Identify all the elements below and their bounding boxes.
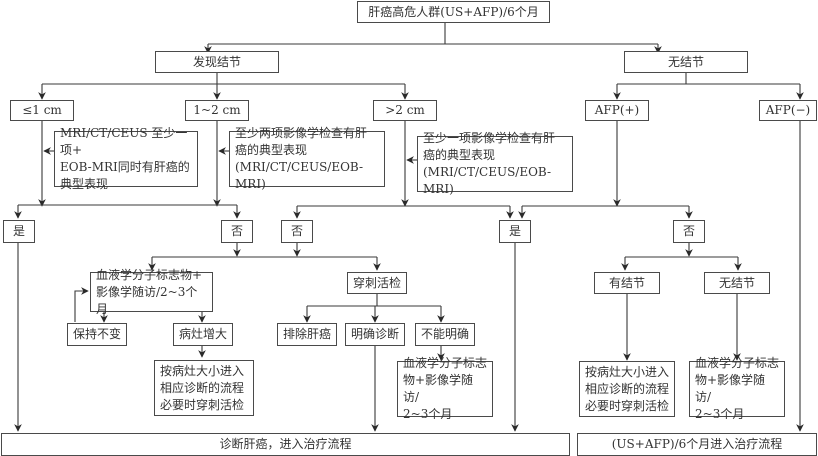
root-node: 肝癌高危人群(US+AFP)/6个月 (357, 1, 550, 23)
confirmed-node: 明确诊断 (345, 323, 405, 346)
afp-positive-node: AFP(+) (585, 100, 649, 121)
size-gt2-node: >2 cm (373, 100, 437, 121)
unclear-node: 不能明确 (415, 323, 475, 346)
no-mid1-node: 否 (221, 220, 253, 243)
afp-negative-node: AFP(−) (759, 100, 817, 121)
size-1to2-node: 1~2 cm (185, 100, 249, 121)
surveillance-node: (US+AFP)/6个月进入治疗流程 (577, 433, 817, 456)
flow-by-size-right-node: 按病灶大小进入 相应诊断的流程 必要时穿刺活检 (579, 361, 675, 417)
followup-unclear-node: 血液学分子标志 物+影像学随访/ 2~3个月 (397, 356, 493, 421)
exclude-hcc-node: 排除肝癌 (277, 323, 337, 346)
biopsy-node: 穿刺活检 (347, 272, 407, 294)
no-nodule-node: 无结节 (624, 51, 748, 73)
yes-left-node: 是 (3, 220, 35, 243)
enlarged-node: 病灶增大 (173, 323, 233, 346)
yes-mid-node: 是 (499, 220, 531, 243)
size-le1-node: ≤1 cm (10, 100, 74, 121)
followup-right-node: 血液学分子标志 物+影像学随访/ 2~3个月 (689, 356, 785, 421)
has-nodule-node: 有结节 (594, 272, 660, 294)
no-mid2-node: 否 (281, 220, 313, 243)
unchanged-node: 保持不变 (67, 323, 127, 346)
flow-by-size-left-node: 按病灶大小进入 相应诊断的流程 必要时穿刺活检 (154, 360, 254, 416)
found-nodule-node: 发现结节 (155, 51, 279, 73)
criteria-1to2-note: 至少两项影像学检查有肝 癌的典型表现 (MRI/CT/CEUS/EOB-MRI) (229, 126, 385, 191)
no-nodule-right-node: 无结节 (704, 272, 770, 294)
criteria-le1-note: MRI/CT/CEUS 至少一项+ EOB-MRI同时有肝癌的 典型表现 (54, 126, 198, 191)
criteria-gt2-note: 至少一项影像学检查有肝 癌的典型表现 (MRI/CT/CEUS/EOB-MRI) (417, 131, 573, 196)
no-right-node: 否 (673, 220, 705, 243)
followup-mid-node: 血液学分子标志物+ 影像学随访/2~3个月 (90, 268, 213, 316)
diagnose-hcc-node: 诊断肝癌，进入治疗流程 (1, 433, 570, 456)
